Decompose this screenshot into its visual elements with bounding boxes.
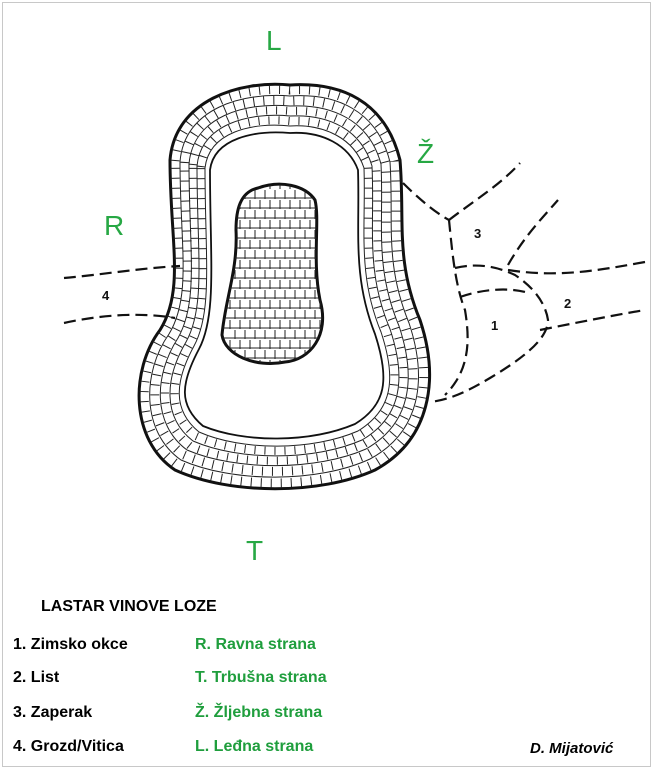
side-label-bottom: T (246, 537, 263, 565)
legend-item-3: 3. Zaperak (13, 704, 92, 722)
legend-item-4: 4. Grozd/Vitica (13, 738, 124, 756)
legend-title: LASTAR VINOVE LOZE (41, 598, 217, 616)
shoot-cross-section-diagram (0, 0, 655, 600)
legend-side-r: R. Ravna strana (195, 636, 316, 654)
legend-side-z: Ž. Žljebna strana (195, 704, 322, 722)
legend-item-2: 2. List (13, 669, 59, 687)
part-number-1: 1 (491, 318, 498, 333)
part-number-4: 4 (102, 288, 109, 303)
legend-item-1: 1. Zimsko okce (13, 636, 128, 654)
legend-side-t: T. Trbušna strana (195, 669, 327, 687)
side-label-top: L (266, 27, 282, 55)
author-credit: D. Mijatović (530, 740, 613, 757)
side-label-top-right: Ž (417, 140, 434, 168)
side-label-left: R (104, 212, 124, 240)
legend-side-l: L. Leđna strana (195, 738, 313, 756)
part-number-2: 2 (564, 296, 571, 311)
part-number-3: 3 (474, 226, 481, 241)
